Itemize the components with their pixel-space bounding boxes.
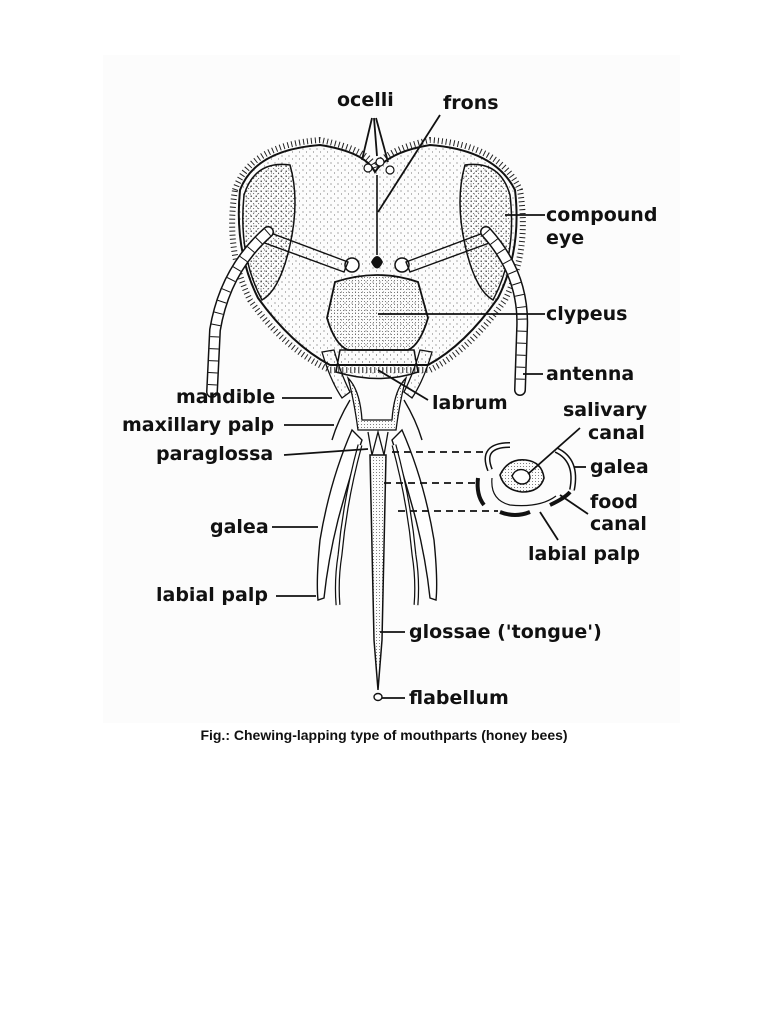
label-galea-section: galea	[590, 456, 649, 478]
label-compound-eye-line1: compound	[546, 204, 657, 226]
label-mandible: mandible	[176, 386, 275, 408]
bee-head	[229, 136, 526, 380]
label-ocelli: ocelli	[337, 89, 394, 111]
left-mandible	[321, 349, 351, 399]
label-labial-palp: labial palp	[156, 584, 268, 606]
label-labial-palp-section: labial palp	[528, 543, 640, 565]
label-flabellum: flabellum	[409, 687, 509, 709]
flabellum	[373, 692, 383, 702]
label-food-canal-line2: canal	[590, 513, 647, 535]
ocellus-right	[385, 165, 395, 175]
label-clypeus: clypeus	[546, 303, 627, 325]
clypeus	[326, 274, 429, 351]
food-canal	[491, 477, 557, 507]
label-frons: frons	[443, 92, 499, 114]
paraglossa	[367, 429, 389, 456]
ocellus-left	[363, 163, 373, 173]
label-salivary-canal-line2: canal	[588, 422, 645, 444]
label-food-canal-line1: food	[590, 491, 638, 513]
labrum	[335, 349, 419, 380]
ocellus-middle	[375, 157, 385, 167]
maxilla-base	[346, 375, 408, 431]
left-maxillary-palp	[331, 399, 351, 441]
label-compound-eye-line2: eye	[546, 227, 584, 249]
projection-lines	[384, 451, 498, 512]
label-maxillary-palp: maxillary palp	[122, 414, 274, 436]
right-mandible	[403, 349, 433, 399]
salivary-canal	[511, 468, 531, 485]
label-galea: galea	[210, 516, 269, 538]
label-antenna: antenna	[546, 363, 634, 385]
figure-caption: Fig.: Chewing-lapping type of mouthparts…	[200, 727, 568, 743]
label-labrum: labrum	[432, 392, 508, 414]
label-paraglossa: paraglossa	[156, 443, 273, 465]
antennae	[206, 226, 529, 398]
label-salivary-canal-line1: salivary	[563, 399, 648, 421]
hair-fringe	[229, 136, 526, 373]
leader-lines	[272, 114, 589, 699]
right-maxillary-palp	[403, 399, 423, 441]
frons-notch	[371, 256, 383, 269]
label-glossae: glossae ('tongue')	[409, 621, 602, 643]
cross-section	[475, 442, 577, 517]
